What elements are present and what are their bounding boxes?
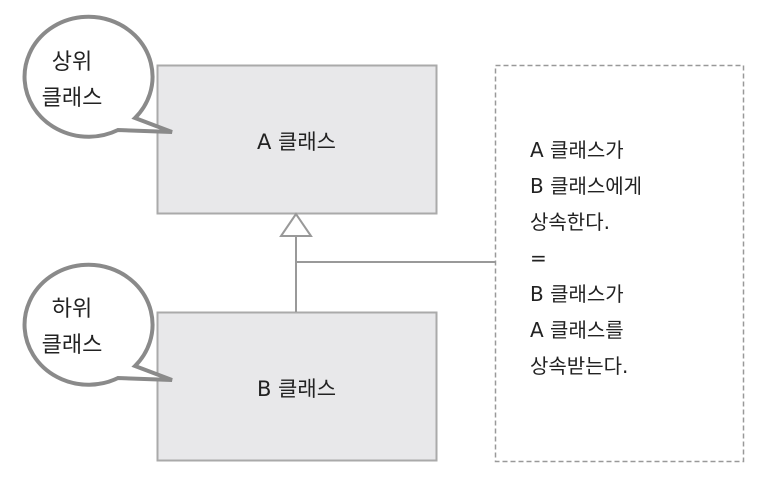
superclass-line1: 상위 bbox=[51, 50, 93, 75]
subclass-line1: 하위 bbox=[51, 297, 93, 322]
subclass-line2: 클래스 bbox=[41, 333, 103, 358]
note-text: A 클래스가 B 클래스에게 상속한다. = B 클래스가 A 클래스를 상속받… bbox=[530, 132, 642, 384]
class-a-label: A 클래스 bbox=[256, 130, 336, 154]
note-line: B 클래스에게 bbox=[530, 174, 643, 198]
class-a-box bbox=[156, 64, 438, 215]
inheritance-arrow-icon bbox=[279, 212, 313, 237]
subclass-label: 하위 클래스 bbox=[12, 292, 132, 364]
class-b-label: B 클래스 bbox=[256, 377, 337, 401]
note-line: B 클래스가 bbox=[530, 282, 624, 306]
note-line: A 클래스를 bbox=[530, 318, 624, 342]
subclass-bubble bbox=[22, 262, 173, 387]
superclass-line2: 클래스 bbox=[41, 86, 103, 111]
note-line: = bbox=[530, 246, 547, 270]
class-b-box bbox=[156, 311, 438, 462]
superclass-bubble bbox=[22, 14, 173, 139]
superclass-label: 상위 클래스 bbox=[12, 45, 132, 117]
note-box bbox=[494, 64, 745, 463]
note-line: 상속받는다. bbox=[530, 354, 629, 378]
note-line: 상속한다. bbox=[530, 210, 610, 234]
note-line: A 클래스가 bbox=[530, 138, 624, 162]
